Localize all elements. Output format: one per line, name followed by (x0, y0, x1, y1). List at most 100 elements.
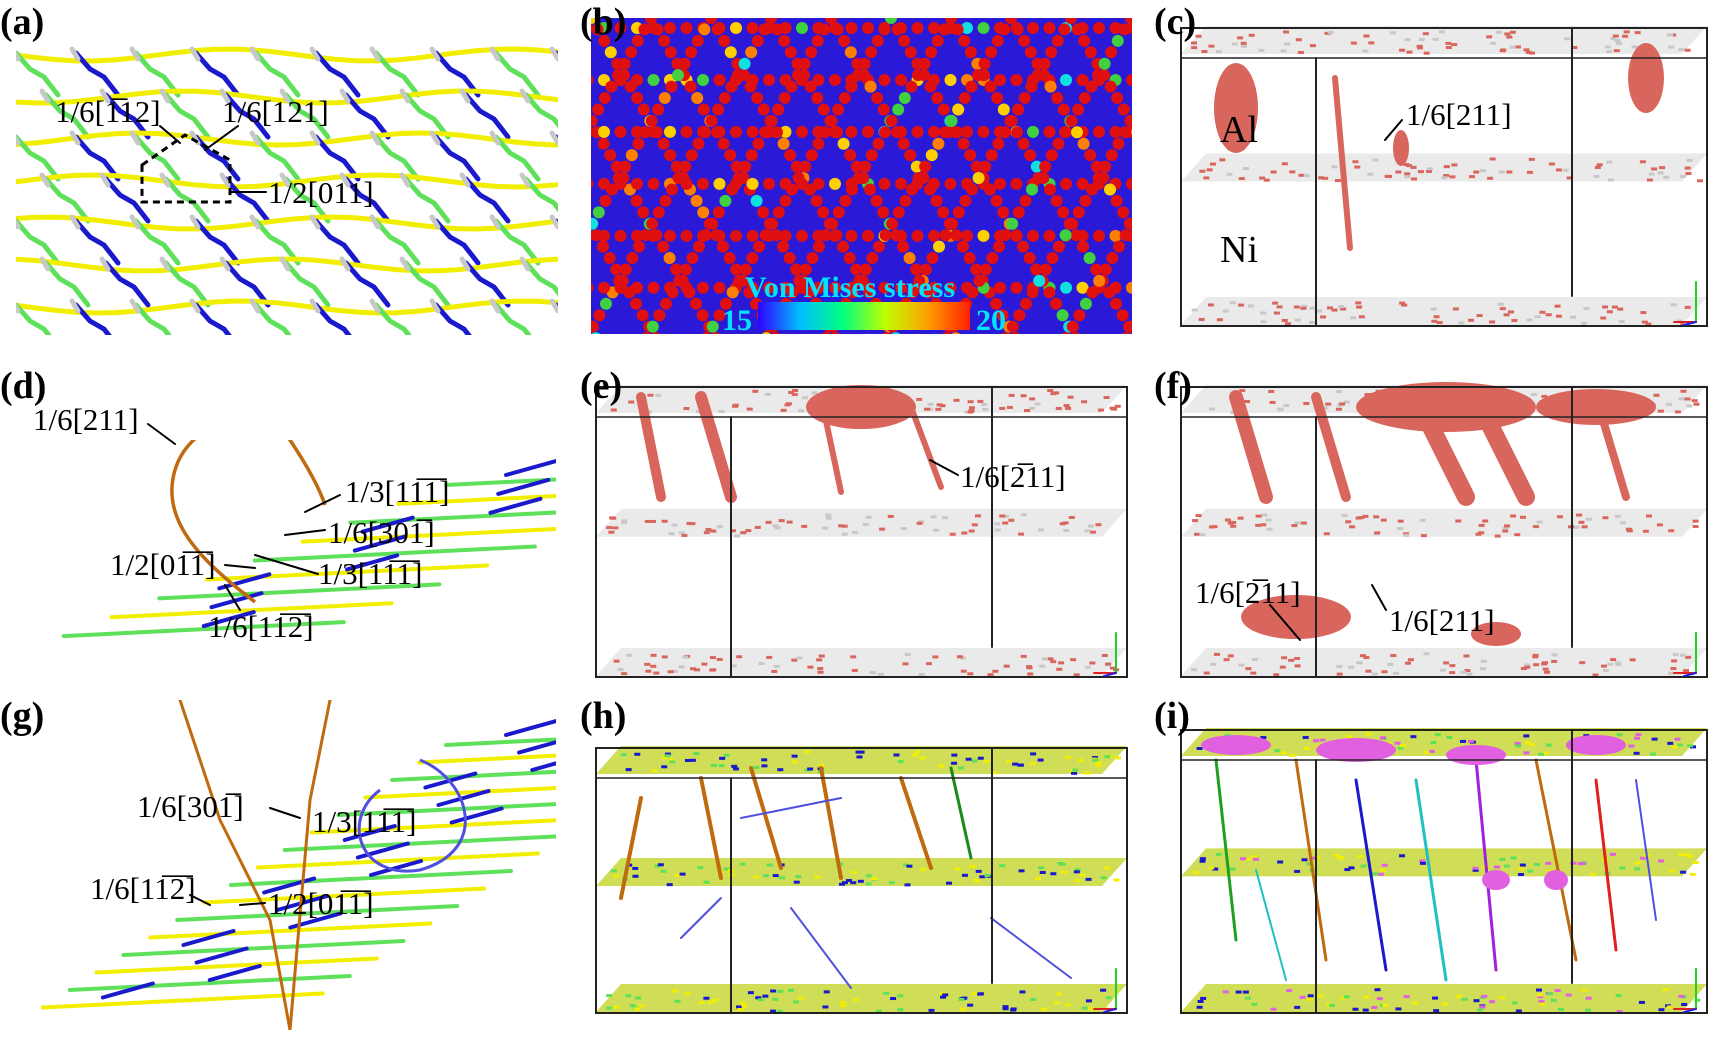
slab-atom (1696, 179, 1703, 183)
atom (845, 80, 858, 93)
slab-atom (893, 753, 900, 757)
slab-atom (865, 882, 872, 886)
atom (1085, 80, 1098, 93)
atom (928, 229, 940, 242)
atom (1105, 46, 1118, 59)
atom (926, 252, 939, 265)
atom (1044, 183, 1056, 196)
stacking-fault-region (1536, 389, 1656, 425)
atom (631, 34, 644, 47)
dislocation-junction (219, 88, 231, 104)
slab-atom (1634, 861, 1641, 865)
atom (1065, 18, 1077, 24)
leader-line (1384, 119, 1403, 141)
atom (592, 103, 605, 116)
slab-atom (705, 528, 712, 532)
slab-atom (1508, 310, 1515, 314)
dislocation-line (133, 218, 181, 266)
slab-atom (1479, 1005, 1486, 1009)
slab-atom (1029, 397, 1036, 401)
atom (670, 160, 683, 173)
burgers-label: 1/6[211] (1406, 97, 1512, 132)
atom (666, 183, 678, 196)
dislocation-line (343, 92, 391, 140)
atom (818, 23, 831, 36)
slab-atom (1379, 736, 1386, 740)
slab-atom (971, 759, 978, 763)
atom (994, 281, 1006, 294)
slab-atom (1109, 666, 1116, 670)
atom (603, 252, 616, 265)
dislocation-line (94, 956, 379, 975)
atom (1046, 252, 1059, 265)
panel-label-i: (i) (1154, 695, 1190, 737)
atom (817, 206, 830, 219)
slab-atom (822, 526, 829, 530)
slab-atom (942, 516, 949, 520)
atom (1070, 229, 1083, 242)
atom (1027, 22, 1039, 34)
atom (582, 334, 594, 346)
slab-atom (1576, 513, 1583, 517)
atom (905, 80, 918, 93)
stacking-fault (699, 776, 723, 880)
slab-atom (1056, 667, 1063, 671)
atom (1024, 149, 1037, 162)
slab-atom (1459, 739, 1466, 743)
z-axis-arrow (1103, 1008, 1117, 1013)
atom (1084, 46, 1097, 59)
slab-atom (1666, 1005, 1673, 1009)
stacking-fault (1354, 778, 1388, 972)
atom (610, 263, 623, 276)
atom (759, 229, 772, 242)
atom (1011, 126, 1023, 139)
slab-atom (1303, 747, 1310, 751)
atom (1098, 57, 1111, 70)
dislocation-junction (309, 214, 321, 230)
slab-atom (1012, 762, 1019, 766)
slab-atom (1535, 988, 1542, 992)
atom (591, 320, 599, 333)
slab-atom (902, 662, 909, 666)
panel-label-c: (c) (1154, 1, 1196, 43)
slab-atom (1294, 521, 1301, 525)
dislocation-line (493, 218, 541, 266)
slab-atom (1300, 306, 1307, 310)
slab-atom (1191, 46, 1198, 50)
slab-atom (817, 667, 824, 671)
slab-atom (862, 523, 869, 527)
slab-atom (1071, 771, 1078, 775)
slab-atom (671, 669, 678, 673)
stacking-fault (695, 391, 737, 503)
slab-atom (1423, 750, 1430, 754)
slab-atom (1219, 158, 1226, 162)
atom (810, 194, 823, 207)
slab-atom (772, 997, 779, 1001)
slab-atom (1208, 44, 1215, 48)
atom (944, 177, 957, 190)
atom (1038, 57, 1051, 70)
atom (614, 177, 627, 190)
slab-atom (1073, 870, 1080, 874)
slab-atom (1327, 30, 1334, 34)
dislocation-junction (369, 298, 381, 314)
slab-atom (784, 403, 791, 407)
slab-atom (1354, 165, 1361, 169)
slab-atom (1571, 45, 1578, 49)
slab-atom (736, 1005, 743, 1009)
slab-atom (850, 881, 857, 885)
slab-atom (1387, 662, 1394, 666)
atom (658, 34, 671, 47)
slab-atom (1642, 529, 1649, 533)
slab-atom (1309, 306, 1316, 310)
atom (1093, 229, 1105, 242)
dislocation-junction (399, 172, 411, 188)
slab-atom (865, 874, 872, 878)
atom (1077, 137, 1090, 150)
atom (1083, 252, 1096, 265)
slab-atom (1399, 301, 1406, 305)
dislocation-line (373, 134, 421, 182)
slab-atom (710, 763, 717, 767)
atom (928, 125, 940, 138)
atom (958, 92, 971, 105)
